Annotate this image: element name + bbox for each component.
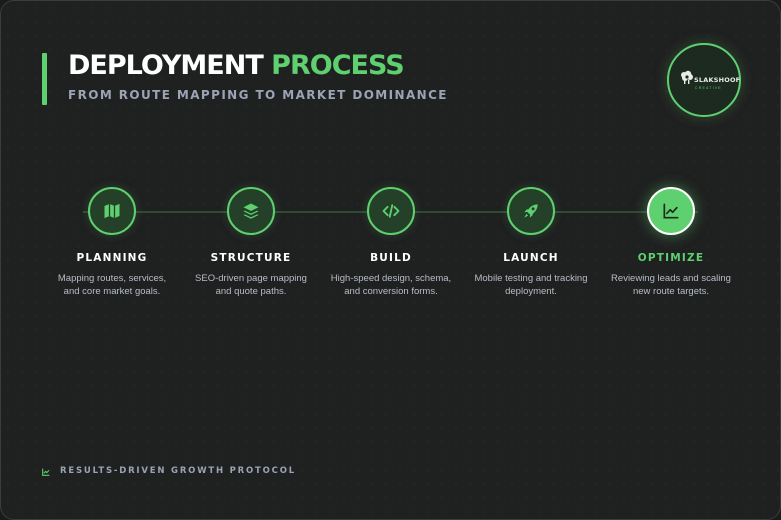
- title-main: DEPLOYMENT: [68, 50, 264, 81]
- page-subtitle: FROM ROUTE MAPPING TO MARKET DOMINANCE: [68, 88, 448, 102]
- step-description: Mapping routes, services,and core market…: [57, 273, 167, 297]
- step-title: BUILD: [370, 252, 412, 264]
- layers-icon: [243, 203, 259, 219]
- step-icon-circle: [507, 187, 555, 235]
- step-title: STRUCTURE: [210, 252, 292, 264]
- map-icon: [104, 203, 120, 219]
- chart-line-icon: [663, 203, 679, 219]
- footer-text: RESULTS-DRIVEN GROWTH PROTOCOL: [60, 466, 296, 476]
- step-title: PLANNING: [76, 252, 148, 264]
- step-description: High-speed design, schema,and conversion…: [330, 273, 452, 297]
- step-icon-circle: [227, 187, 275, 235]
- step-icon-circle-active: [647, 187, 695, 235]
- code-icon: [382, 204, 400, 218]
- logo-name: SLAKSHOOF: [694, 76, 741, 84]
- step-icon-circle: [88, 187, 136, 235]
- step-title: OPTIMIZE: [637, 252, 705, 264]
- rocket-icon: [524, 204, 538, 218]
- step-title: LAUNCH: [503, 252, 559, 264]
- title-highlight: PROCESS: [271, 50, 404, 81]
- brand-logo: SLAKSHOOF CREATIVE: [667, 43, 741, 117]
- step-icon-circle: [367, 187, 415, 235]
- logo-subtext: CREATIVE: [695, 86, 722, 90]
- accent-bar: [42, 53, 47, 105]
- chart-line-icon: [42, 468, 50, 476]
- page-title: DEPLOYMENT PROCESS: [68, 50, 405, 81]
- sheep-icon: [681, 70, 693, 84]
